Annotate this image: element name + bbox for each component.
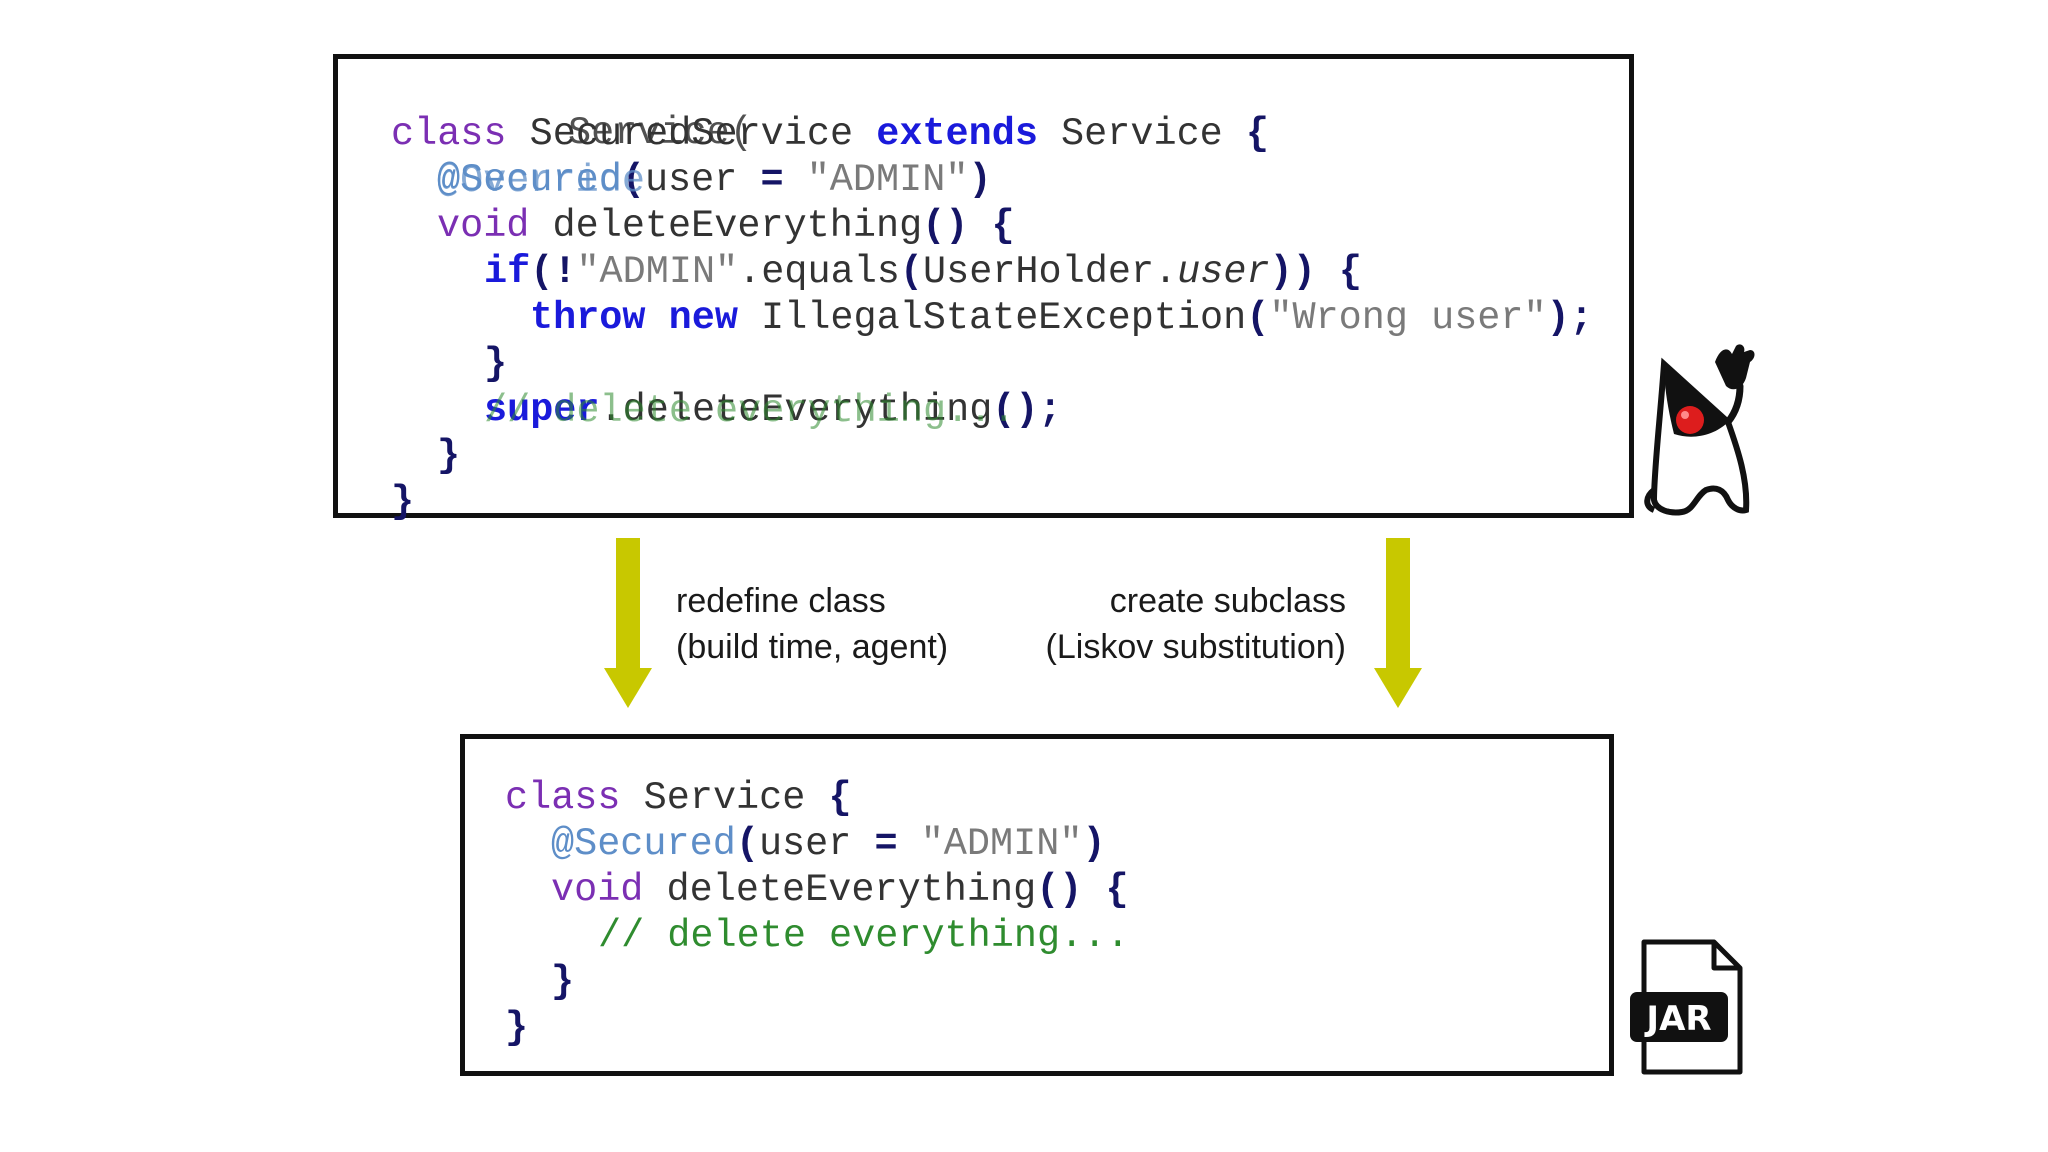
label-create-subclass: create subclass (1109, 582, 1346, 620)
keyword-void: void (551, 868, 644, 912)
subclass-code: class SecuredService extends Service { S… (338, 59, 1593, 1025)
label-redefine-class-detail: (build time, agent) (676, 628, 949, 666)
code-line-super-call: super.deleteEverything(); (484, 388, 1062, 432)
code-line-close-method: } (551, 960, 575, 1004)
jar-file-label: JAR (1644, 999, 1711, 1039)
code-overlay-comment: // delete everything... (484, 389, 1016, 433)
code-line-throw: throw new IllegalStateException("Wrong u… (530, 296, 1593, 340)
open-brace: { (1245, 112, 1269, 156)
subclass-code-panel: class SecuredService extends Service { S… (333, 54, 1634, 524)
code-line-close-class: } (391, 480, 415, 524)
superclass-name: Service (1037, 112, 1246, 156)
code-line-annotation: @Secured(user = "ADMIN") (551, 822, 1106, 866)
jar-file-icon: JAR (1630, 939, 1743, 1075)
keyword-class: class (505, 776, 621, 820)
class-name-suffix: Service (691, 112, 877, 156)
code-line-annotation: @Secured(user = "ADMIN") (437, 158, 992, 202)
keyword-class: class (391, 112, 507, 156)
class-name-prefix: Secured (506, 112, 692, 156)
code-overlay-override: @Override (437, 159, 645, 203)
java-duke-icon (1644, 344, 1755, 516)
keyword-super: super (484, 388, 600, 432)
keyword-extends: extends (876, 112, 1038, 156)
label-create-subclass-detail: (Liskov substitution) (1045, 628, 1346, 666)
code-line-class-declaration: class Service { (505, 776, 852, 820)
label-redefine-class: redefine class (676, 582, 886, 620)
arrow-create-subclass (1374, 538, 1422, 708)
code-line-close-method: } (437, 434, 461, 478)
string-wrong-user: "Wrong user" (1269, 296, 1547, 340)
code-overlay-service: Service( (568, 111, 753, 155)
code-line-close-class: } (505, 1006, 529, 1050)
keyword-new: new (668, 296, 738, 340)
code-line-method-declaration: void deleteEverything() { (551, 868, 1129, 912)
keyword-if: if (484, 250, 531, 294)
keyword-void: void (437, 204, 530, 248)
arrow-redefine-class (604, 538, 652, 708)
original-code-panel: class Service { @Secured(user = "ADMIN")… (460, 734, 1614, 1076)
annotation-secured: @Secured (437, 158, 622, 202)
annotation-secured: @Secured (551, 822, 736, 866)
original-code: class Service { @Secured(user = "ADMIN")… (465, 739, 1129, 1107)
code-line-if-check: if(!"ADMIN".equals(UserHolder.user)) { (484, 250, 1363, 294)
code-line-comment: // delete everything... (598, 914, 1130, 958)
code-line-method-declaration: void deleteEverything() { (437, 204, 1015, 248)
code-line-close-if: } (484, 342, 508, 386)
keyword-throw: throw (530, 296, 646, 340)
string-admin: "ADMIN" (783, 158, 969, 202)
code-line-class-declaration: class SecuredService extends Service { (391, 111, 1269, 157)
